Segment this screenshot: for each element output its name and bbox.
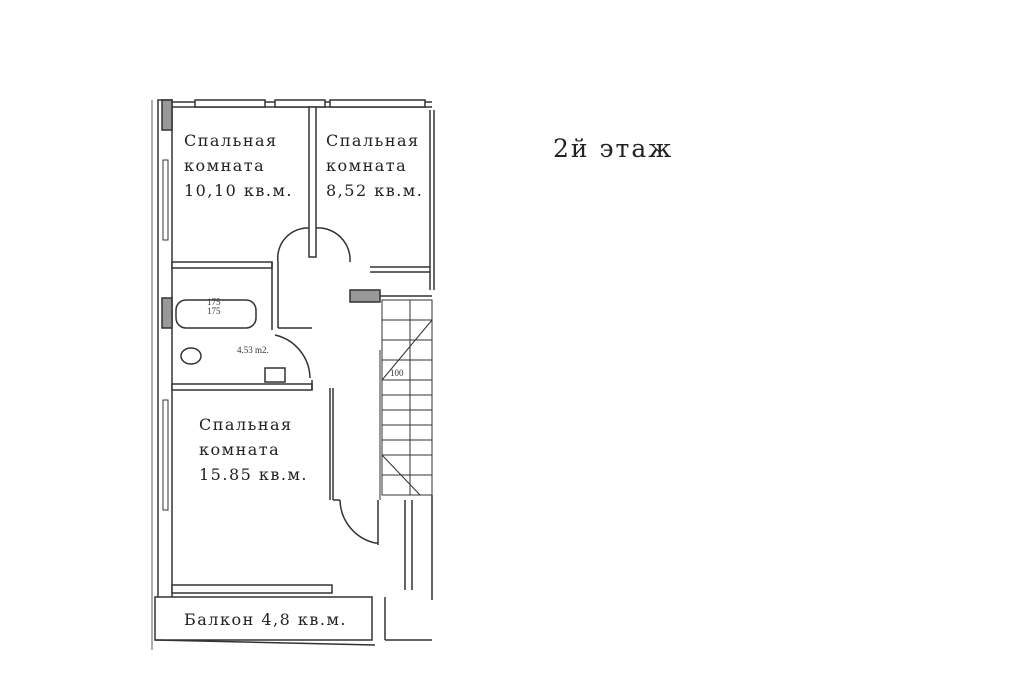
window-top-mid: [274, 99, 326, 108]
stair-label: 100: [390, 368, 404, 378]
wall-bedroom3-bottom: [171, 584, 333, 594]
room-area: 10,10 кв.м.: [184, 181, 294, 200]
bathroom-area: 4.53 m2.: [237, 345, 269, 355]
room-label-balcony: Балкон 4,8 кв.м.: [184, 610, 347, 629]
room-label-bedroom-1: Спальная комната 10,10 кв.м.: [184, 128, 293, 203]
balcony: [154, 596, 373, 641]
bathtub-dim: 175: [207, 306, 221, 316]
room-label-bedroom-2: Спальная комната 8,52 кв.м.: [326, 128, 423, 203]
room-name: комната: [184, 156, 266, 175]
floor-title: 2й этаж: [553, 134, 674, 163]
bathtub-dims: 175 175: [207, 298, 221, 316]
wall-hatch-bath: [161, 297, 173, 329]
wall-bedroom3-top: [171, 383, 313, 391]
door-arc-bathroom: [274, 334, 311, 379]
room-name: комната: [326, 156, 408, 175]
room-name: комната: [199, 440, 281, 459]
door-arc-bedroom1: [276, 227, 310, 263]
door-arc-bedroom2: [315, 227, 351, 263]
window-top-left: [194, 99, 266, 108]
room-name: Спальная: [184, 131, 278, 150]
wall-hatch-top-left: [161, 99, 173, 131]
window-top-right: [329, 99, 426, 108]
room-name: Спальная: [326, 131, 420, 150]
window-left-top: [162, 159, 169, 241]
wall-hatch-stairs: [349, 289, 381, 303]
window-left: [162, 399, 169, 511]
bathroom-wall-top: [171, 261, 273, 269]
toilet: [264, 367, 286, 383]
room-name: Спальная: [199, 415, 293, 434]
door-arc-bedroom3: [339, 499, 376, 544]
room-area: 15.85 кв.м.: [199, 465, 309, 484]
room-area: 8,52 кв.м.: [326, 181, 424, 200]
bathtub: [175, 299, 257, 329]
washbasin: [180, 347, 202, 365]
room-label-bedroom-3: Спальная комната 15.85 кв.м.: [199, 412, 308, 487]
partition-bedrooms: [308, 106, 317, 258]
staircase: [379, 299, 433, 500]
bathtub-dim: 175: [207, 297, 221, 307]
